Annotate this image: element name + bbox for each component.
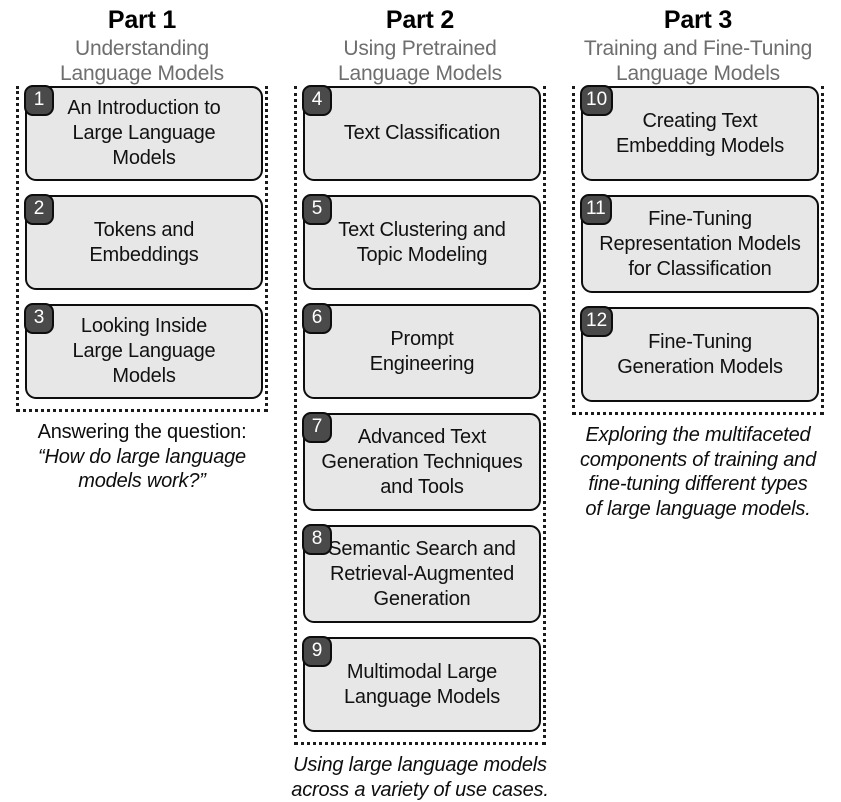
chapter-card-8[interactable]: 8 Semantic Search and Retrieval-Augmente…: [302, 524, 541, 623]
chapter-title: Advanced Text Generation Techniques and …: [321, 425, 523, 498]
chapter-card-1[interactable]: 1 An Introduction to Large Language Mode…: [24, 85, 263, 181]
chapter-number-badge: 10: [580, 85, 614, 116]
chapter-card-9[interactable]: 9 Multimodal Large Language Models: [302, 636, 541, 732]
chapter-number-badge: 12: [580, 306, 614, 337]
chapter-title: Prompt Engineering: [369, 327, 475, 375]
part-1-chapter-group: 1 An Introduction to Large Language Mode…: [16, 85, 268, 412]
chapter-title: Tokens and Embeddings: [89, 218, 199, 266]
part-2-header: Part 2 Using Pretrained Language Models: [281, 0, 559, 86]
part-1-caption-quote: “How do large language models work?”: [38, 445, 246, 493]
part-3-title: Part 3: [663, 6, 733, 34]
part-1-title: Part 1: [107, 6, 177, 34]
chapter-number-badge: 9: [302, 636, 332, 667]
chapter-title: Text Clustering and Topic Modeling: [338, 218, 506, 266]
chapter-title: Text Classification: [343, 122, 501, 144]
part-2-caption: Using large language models across a var…: [291, 754, 549, 801]
part-1-caption-lead: Answering the question:: [37, 421, 247, 443]
chapter-card-11[interactable]: 11 Fine-Tuning Representation Models for…: [580, 194, 819, 293]
chapter-card-3[interactable]: 3 Looking Inside Large Language Models: [24, 303, 263, 399]
chapter-number-badge: 4: [302, 85, 332, 116]
part-3-header: Part 3 Training and Fine-Tuning Language…: [559, 0, 837, 86]
chapter-card-12[interactable]: 12 Fine-Tuning Generation Models: [580, 306, 819, 402]
chapter-card-5[interactable]: 5 Text Clustering and Topic Modeling: [302, 194, 541, 290]
chapter-card-7[interactable]: 7 Advanced Text Generation Techniques an…: [302, 412, 541, 511]
part-3-caption: Exploring the multifaceted components of…: [579, 424, 817, 520]
chapter-card-2[interactable]: 2 Tokens and Embeddings: [24, 194, 263, 290]
part-column-2: Part 2 Using Pretrained Language Models …: [281, 0, 559, 802]
part-column-1: Part 1 Understanding Language Models 1 A…: [3, 0, 281, 494]
chapter-card-10[interactable]: 10 Creating Text Embedding Models: [580, 85, 819, 181]
chapter-number-badge: 11: [580, 194, 612, 225]
chapter-title: Fine-Tuning Representation Models for Cl…: [599, 207, 801, 280]
chapter-number-badge: 8: [302, 524, 332, 555]
part-2-title: Part 2: [385, 6, 455, 34]
chapter-title: Creating Text Embedding Models: [615, 109, 784, 157]
part-column-3: Part 3 Training and Fine-Tuning Language…: [559, 0, 837, 521]
chapter-title: Fine-Tuning Generation Models: [617, 330, 783, 378]
chapter-number-badge: 6: [302, 303, 332, 334]
part-3-subtitle: Training and Fine-Tuning Language Models: [583, 37, 813, 85]
chapter-title: Semantic Search and Retrieval-Augmented …: [328, 537, 516, 610]
part-1-subtitle: Understanding Language Models: [60, 37, 224, 85]
chapter-number-badge: 5: [302, 194, 332, 225]
chapter-number-badge: 1: [24, 85, 54, 116]
chapter-card-6[interactable]: 6 Prompt Engineering: [302, 303, 541, 399]
part-3-chapter-group: 10 Creating Text Embedding Models 11 Fin…: [572, 85, 824, 415]
chapter-card-4[interactable]: 4 Text Classification: [302, 85, 541, 181]
parts-overview-diagram: Part 1 Understanding Language Models 1 A…: [3, 0, 837, 801]
chapter-title: Looking Inside Large Language Models: [72, 315, 216, 387]
chapter-number-badge: 2: [24, 194, 54, 225]
chapter-number-badge: 7: [302, 412, 332, 443]
part-1-header: Part 1 Understanding Language Models: [3, 0, 281, 86]
part-2-chapter-group: 4 Text Classification 5 Text Clustering …: [294, 85, 546, 745]
part-1-caption: Answering the question: “How do large la…: [3, 420, 281, 494]
part-2-subtitle: Using Pretrained Language Models: [338, 37, 502, 85]
chapter-title: An Introduction to Large Language Models: [67, 97, 221, 169]
chapter-title: Multimodal Large Language Models: [343, 660, 500, 708]
chapter-number-badge: 3: [24, 303, 54, 334]
